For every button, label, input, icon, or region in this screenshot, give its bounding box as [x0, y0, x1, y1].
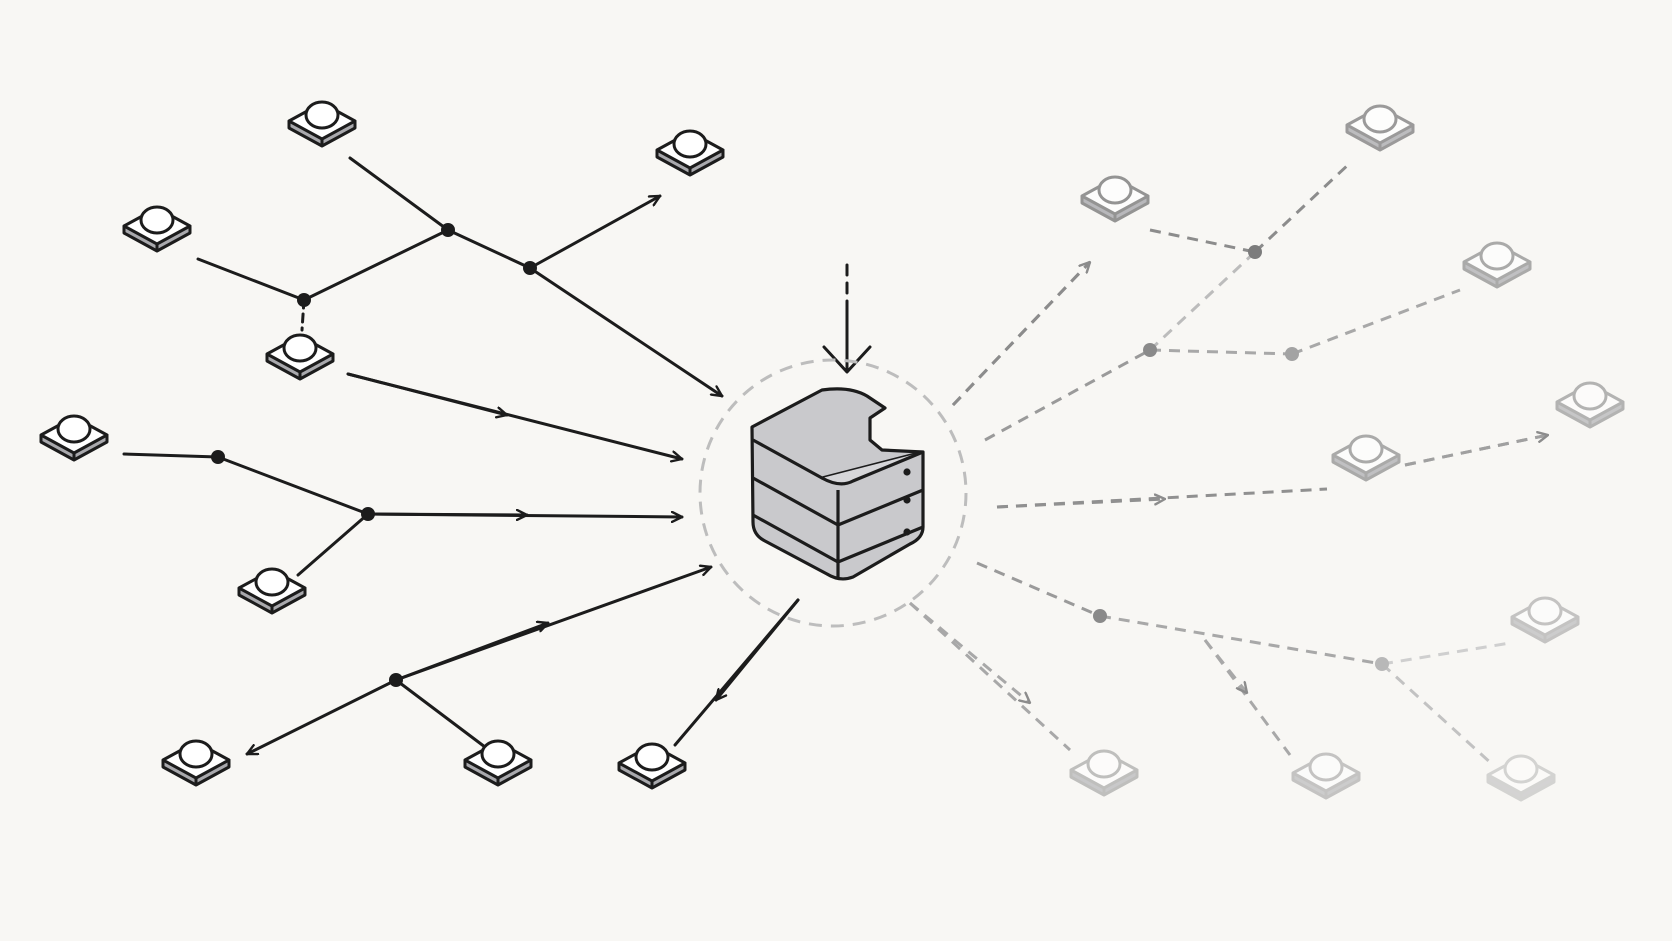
junction [1285, 347, 1299, 361]
network-node-icon [1345, 104, 1415, 152]
solid-edge [394, 567, 713, 682]
dashed-edge [1099, 614, 1383, 666]
junction [211, 450, 225, 464]
solid-edges [122, 156, 872, 756]
solid-edge [216, 455, 370, 516]
network-node-icon [1331, 434, 1401, 482]
solid-edge [673, 598, 800, 747]
central-node [698, 358, 968, 628]
network-node-icon [39, 414, 109, 462]
dashed-arrow [1404, 435, 1548, 467]
network-node-icon [1080, 175, 1150, 223]
solid-edge [122, 452, 220, 459]
active-nodes [39, 100, 725, 790]
dashed-edge [1380, 662, 1495, 767]
solid-edge [394, 678, 487, 749]
solid-edge [302, 228, 450, 302]
junction [523, 261, 537, 275]
dashed-edge [996, 487, 1328, 509]
solid-edge [528, 266, 724, 398]
network-node-icon [265, 333, 335, 381]
dashed-edge [1253, 161, 1352, 254]
faded-nodes [1069, 104, 1625, 802]
junction [1375, 657, 1389, 671]
network-node-icon [1291, 752, 1361, 800]
network-node-icon [463, 739, 533, 787]
solid-edge [366, 514, 684, 517]
faded-junctions [1093, 245, 1389, 671]
network-node-icon [1069, 749, 1139, 797]
active-junctions [211, 223, 537, 687]
dashed-edge [984, 348, 1151, 442]
network-node-icon [1510, 596, 1580, 644]
solid-edge [296, 512, 370, 577]
network-node-icon [1462, 241, 1532, 289]
junction [1248, 245, 1262, 259]
dashed-edge [1149, 228, 1256, 254]
solid-edge [446, 228, 532, 270]
junction [1143, 343, 1157, 357]
junction [441, 223, 455, 237]
junction [297, 293, 311, 307]
dashed-edge [1148, 250, 1257, 352]
dashed-arrow [996, 499, 1165, 509]
network-node-icon [287, 100, 357, 148]
solid-edge [245, 678, 398, 756]
network-node-icon [655, 129, 725, 177]
dashed-arrow [909, 601, 1030, 703]
junction [1093, 609, 1107, 623]
dashed-edge [1291, 288, 1461, 356]
network-node-icon [122, 205, 192, 253]
junction [361, 507, 375, 521]
solid-edge [348, 156, 450, 232]
dashed-edges [908, 161, 1548, 767]
arrow-down-icon [822, 308, 872, 374]
dashed-edge [1149, 348, 1293, 356]
solid-edge [196, 257, 306, 302]
solid-edge [346, 372, 684, 459]
dashed-edge [908, 601, 1072, 752]
network-node-icon [161, 739, 231, 787]
network-node-icon [1555, 381, 1625, 429]
dashed-edge [976, 561, 1101, 618]
central-node-ring [698, 358, 968, 628]
dashed-arrow [1203, 639, 1247, 693]
junction [389, 673, 403, 687]
network-node-icon [237, 567, 307, 615]
dashed-edge [1381, 641, 1511, 666]
dashed-arrow [951, 262, 1090, 407]
database-server-icon [750, 387, 925, 581]
network-node-icon [1486, 754, 1556, 802]
solid-edge [528, 194, 662, 270]
network-node-icon [617, 742, 687, 790]
